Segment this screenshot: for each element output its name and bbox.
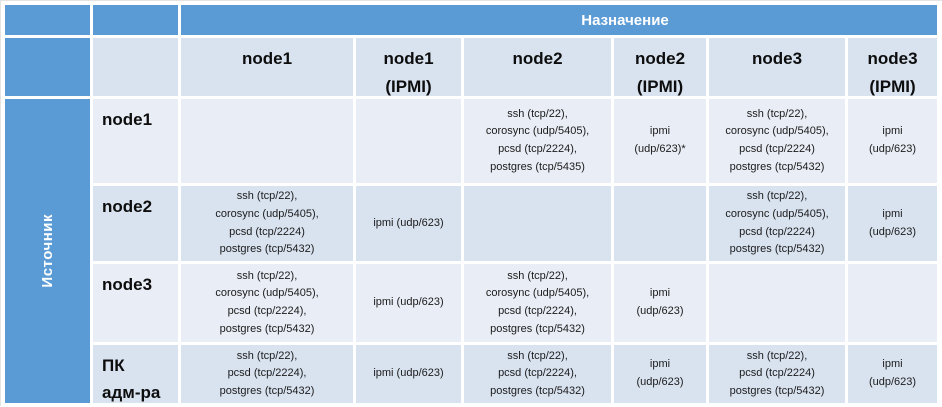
- row-header-admin-pc: ПК адм-ра: [93, 345, 178, 403]
- matrix-cell-adminpc-to-node3: ssh (tcp/22), pcsd (tcp/2224) postgres (…: [709, 345, 845, 403]
- matrix-cell-node3-to-node1: ssh (tcp/22), corosync (udp/5405), pcsd …: [181, 264, 353, 342]
- matrix-cell-node2-to-node1: ssh (tcp/22), corosync (udp/5405), pcsd …: [181, 186, 353, 261]
- matrix-cell-node2-to-node3: ssh (tcp/22), corosync (udp/5405), pcsd …: [709, 186, 845, 261]
- corner-blue-cell-3: [5, 38, 90, 96]
- matrix-cell-node3-to-node2: ssh (tcp/22), corosync (udp/5405), pcsd …: [464, 264, 611, 342]
- matrix-cell-node1-to-node2: ssh (tcp/22), corosync (udp/5405), pcsd …: [464, 99, 611, 183]
- matrix-cell-adminpc-to-node1-ipmi: ipmi (udp/623): [356, 345, 461, 403]
- row-header-node2: node2: [93, 186, 178, 261]
- matrix-cell-node3-to-node3-ipmi: [848, 264, 937, 342]
- matrix-cell-node1-to-node1: [181, 99, 353, 183]
- matrix-cell-adminpc-to-node3-ipmi: ipmi (udp/623): [848, 345, 937, 403]
- corner-blue-cell-1: [5, 5, 90, 35]
- matrix-cell-node3-to-node3: [709, 264, 845, 342]
- column-header-node2: node2: [464, 38, 611, 96]
- corner-blue-cell-2: [93, 5, 178, 35]
- destination-header: Назначение: [181, 5, 937, 35]
- matrix-cell-node1-to-node3: ssh (tcp/22), corosync (udp/5405), pcsd …: [709, 99, 845, 183]
- matrix-cell-node2-to-node2: [464, 186, 611, 261]
- matrix-cell-node2-to-node1-ipmi: ipmi (udp/623): [356, 186, 461, 261]
- matrix-cell-node1-to-node1-ipmi: [356, 99, 461, 183]
- matrix-cell-node3-to-node1-ipmi: ipmi (udp/623): [356, 264, 461, 342]
- column-header-node1-ipmi: node1 (IPMI): [356, 38, 461, 96]
- column-header-node3-ipmi: node3 (IPMI): [848, 38, 937, 96]
- column-header-node1: node1: [181, 38, 353, 96]
- column-header-node2-ipmi: node2 (IPMI): [614, 38, 706, 96]
- matrix-cell-node1-to-node3-ipmi: ipmi (udp/623): [848, 99, 937, 183]
- matrix-cell-node3-to-node2-ipmi: ipmi (udp/623): [614, 264, 706, 342]
- matrix-cell-adminpc-to-node2-ipmi: ipmi (udp/623): [614, 345, 706, 403]
- row-header-node3: node3: [93, 264, 178, 342]
- matrix-cell-node1-to-node2-ipmi: ipmi (udp/623)*: [614, 99, 706, 183]
- matrix-cell-node2-to-node3-ipmi: ipmi (udp/623): [848, 186, 937, 261]
- matrix-cell-node2-to-node2-ipmi: [614, 186, 706, 261]
- source-header-label: Источник: [39, 214, 56, 288]
- row-header-node1: node1: [93, 99, 178, 183]
- matrix-cell-adminpc-to-node2: ssh (tcp/22), pcsd (tcp/2224), postgres …: [464, 345, 611, 403]
- column-header-node3: node3: [709, 38, 845, 96]
- matrix-cell-adminpc-to-node1: ssh (tcp/22), pcsd (tcp/2224), postgres …: [181, 345, 353, 403]
- corner-empty-cell: [93, 38, 178, 96]
- source-header-band: Источник: [5, 99, 90, 403]
